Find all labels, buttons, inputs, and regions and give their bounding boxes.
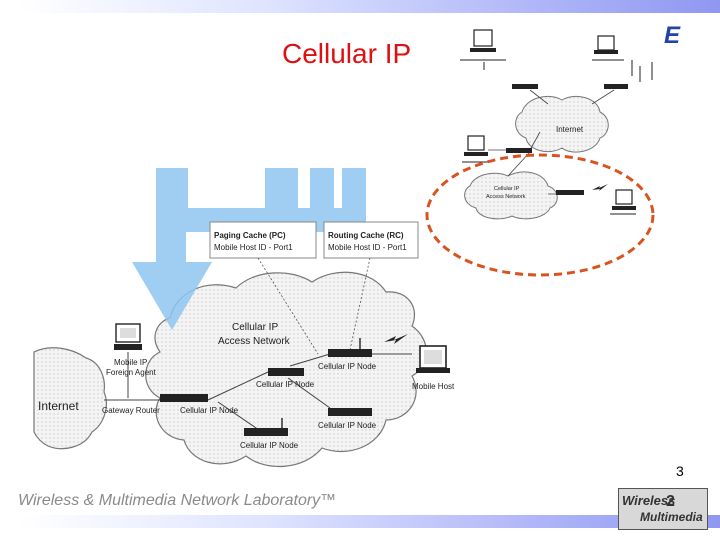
wireless-link-icon [384, 334, 408, 344]
paging-cache-entry: Mobile Host ID - Port1 [214, 243, 293, 252]
cellular-ip-node-label-5: Cellular IP Node [240, 441, 299, 450]
slide-title: Cellular IP [282, 38, 412, 69]
mini-wireless-icon [592, 184, 608, 191]
paging-cache-box [209, 221, 317, 259]
internet-label: Internet [38, 399, 79, 413]
cellular-ip-node-device-3 [328, 408, 372, 416]
paging-cache-title: Paging Cache (PC) [214, 231, 286, 240]
corner-logo: E [664, 22, 681, 49]
mini-access-label-2: Access Network [486, 194, 526, 200]
routing-cache-entry: Mobile Host ID - Port1 [328, 243, 407, 252]
mini-mobile-host-icon [610, 189, 636, 215]
lab-logo-line2: Multimedia [640, 510, 703, 524]
cellular-ip-node-label-4: Cellular IP Node [318, 421, 377, 430]
access-network-label-1: Cellular IP [232, 322, 278, 333]
cellular-ip-node-label-1: Cellular IP Node [180, 406, 239, 415]
cellular-ip-node-label-3: Cellular IP Node [318, 362, 377, 371]
gateway-router-device [160, 394, 208, 402]
mini-host-computer-icon-3 [462, 135, 490, 163]
lab-logo-number: 2 [666, 493, 675, 510]
gateway-router-label: Gateway Router [102, 406, 160, 415]
cellular-ip-node-device-1 [268, 368, 304, 376]
cellular-ip-node-device-4 [244, 428, 288, 436]
mobile-host-laptop-icon [416, 345, 450, 373]
foreign-agent-computer-icon [114, 323, 142, 350]
bottom-gradient-bar [18, 515, 720, 528]
routing-cache-box [323, 221, 419, 259]
routing-cache-title: Routing Cache (RC) [328, 231, 404, 240]
access-network-label-2: Access Network [218, 336, 291, 347]
mobile-host-label: Mobile Host [412, 382, 455, 391]
page-number: 3 [676, 463, 684, 479]
footer-text: Wireless & Multimedia Network Laboratory… [18, 492, 337, 509]
mini-internet-cloud [515, 96, 609, 153]
blue-arrow [132, 168, 366, 330]
mini-host-computer-icon-1 [460, 29, 506, 70]
cellular-ip-node-label-2: Cellular IP Node [256, 380, 315, 389]
top-gradient-bar [18, 0, 720, 13]
lab-logo [618, 488, 708, 530]
mobile-ip-label-2: Foreign Agent [106, 368, 157, 377]
mini-access-label-1: Cellular IP [494, 186, 520, 192]
mini-host-computer-icon-2 [592, 35, 653, 82]
mobile-ip-label-1: Mobile IP [114, 358, 147, 367]
mini-internet-label: Internet [556, 125, 584, 134]
cellular-ip-node-device-2 [328, 349, 372, 357]
internet-cloud-left [33, 347, 107, 450]
lab-logo-line1: Wireless [622, 493, 676, 508]
highlight-dashed-ellipse [425, 153, 655, 277]
